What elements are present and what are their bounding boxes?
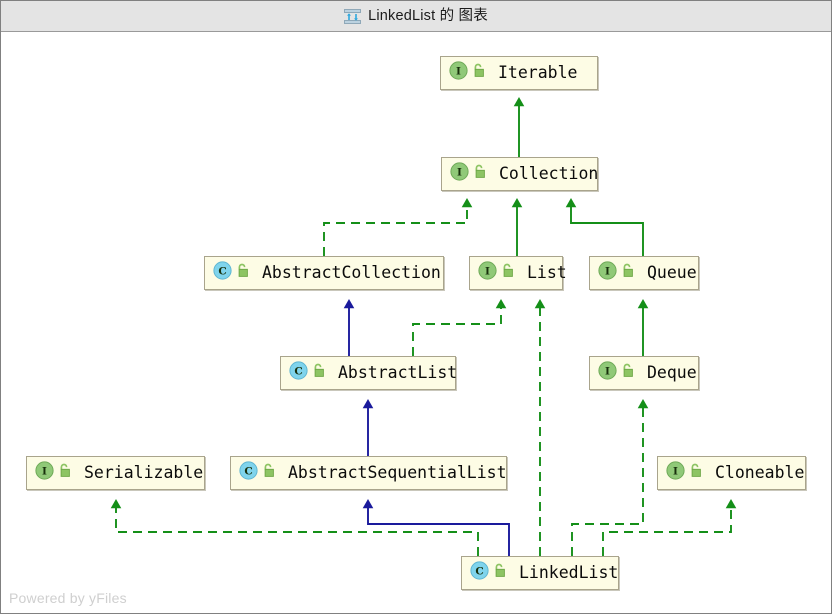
interface-badge-icon: I: [449, 61, 468, 85]
edge-abstractcollection-to-collection: [323, 197, 473, 256]
svg-text:C: C: [244, 466, 252, 478]
svg-text:I: I: [457, 167, 462, 179]
node-label: Collection: [499, 163, 599, 183]
edge-linkedlist-to-serializable: [110, 498, 479, 556]
node-label: List: [527, 262, 567, 282]
interface-badge-icon: I: [450, 162, 469, 186]
interface-badge-icon: I: [35, 461, 54, 485]
open-padlock-icon: [493, 563, 507, 583]
node-serializable[interactable]: I Serializable: [26, 456, 205, 490]
node-label: Iterable: [498, 62, 578, 82]
diagram-edges: Iterable (solid green) --> Collection (s…: [110, 96, 737, 556]
edge-linkedlist-to-abstractsequentiallist: [362, 498, 510, 556]
open-padlock-icon: [472, 63, 486, 83]
edge-linkedlist-to-deque: [571, 398, 649, 556]
open-padlock-icon: [501, 263, 515, 283]
interface-badge-icon: I: [598, 261, 617, 285]
window-title: LinkedList 的 图表: [368, 7, 488, 24]
svg-text:I: I: [605, 366, 610, 378]
interface-badge-icon: I: [598, 361, 617, 385]
edge-queue-to-collection: [565, 197, 644, 256]
svg-text:C: C: [218, 266, 226, 278]
svg-text:I: I: [673, 466, 678, 478]
class-badge-icon: C: [289, 361, 308, 385]
open-padlock-icon: [58, 463, 72, 483]
edge-abstractlist-to-list: [412, 298, 507, 356]
open-padlock-icon: [621, 263, 635, 283]
node-abstractcollection[interactable]: C AbstractCollection: [204, 256, 444, 290]
class-badge-icon: C: [470, 561, 489, 585]
node-abstractlist[interactable]: C AbstractList: [280, 356, 458, 390]
open-padlock-icon: [473, 164, 487, 184]
node-queue[interactable]: I Queue: [589, 256, 699, 290]
open-padlock-icon: [236, 263, 250, 283]
open-padlock-icon: [689, 463, 703, 483]
node-label: AbstractCollection: [262, 262, 441, 282]
hierarchy-diagram-icon: [344, 8, 362, 24]
node-collection[interactable]: I Collection: [441, 157, 598, 191]
svg-text:I: I: [485, 266, 490, 278]
svg-text:C: C: [294, 366, 302, 378]
edge-linkedlist-to-cloneable: [602, 498, 737, 556]
svg-text:I: I: [456, 66, 461, 78]
window-titlebar: LinkedList 的 图表: [1, 1, 831, 32]
node-label: Cloneable: [715, 462, 805, 482]
class-badge-icon: C: [213, 261, 232, 285]
open-padlock-icon: [312, 363, 326, 383]
interface-badge-icon: I: [666, 461, 685, 485]
node-abstractsequentiallist[interactable]: C AbstractSequentialList: [230, 456, 507, 490]
svg-text:C: C: [475, 566, 483, 578]
node-label: AbstractSequentialList: [288, 462, 507, 482]
open-padlock-icon: [262, 463, 276, 483]
node-label: Queue: [647, 262, 697, 282]
node-deque[interactable]: I Deque: [589, 356, 699, 390]
node-label: AbstractList: [338, 362, 458, 382]
svg-text:I: I: [605, 266, 610, 278]
node-iterable[interactable]: I Iterable: [440, 56, 598, 90]
node-label: Deque: [647, 362, 697, 382]
svg-text:I: I: [42, 466, 47, 478]
diagram-canvas[interactable]: Iterable (solid green) --> Collection (s…: [1, 32, 831, 613]
node-label: Serializable: [84, 462, 204, 482]
yfiles-watermark: Powered by yFiles: [9, 590, 127, 606]
interface-badge-icon: I: [478, 261, 497, 285]
node-label: LinkedList: [519, 562, 619, 582]
node-list[interactable]: I List: [469, 256, 567, 290]
node-linkedlist[interactable]: C LinkedList: [461, 556, 619, 590]
class-badge-icon: C: [239, 461, 258, 485]
node-cloneable[interactable]: I Cloneable: [657, 456, 806, 490]
open-padlock-icon: [621, 363, 635, 383]
